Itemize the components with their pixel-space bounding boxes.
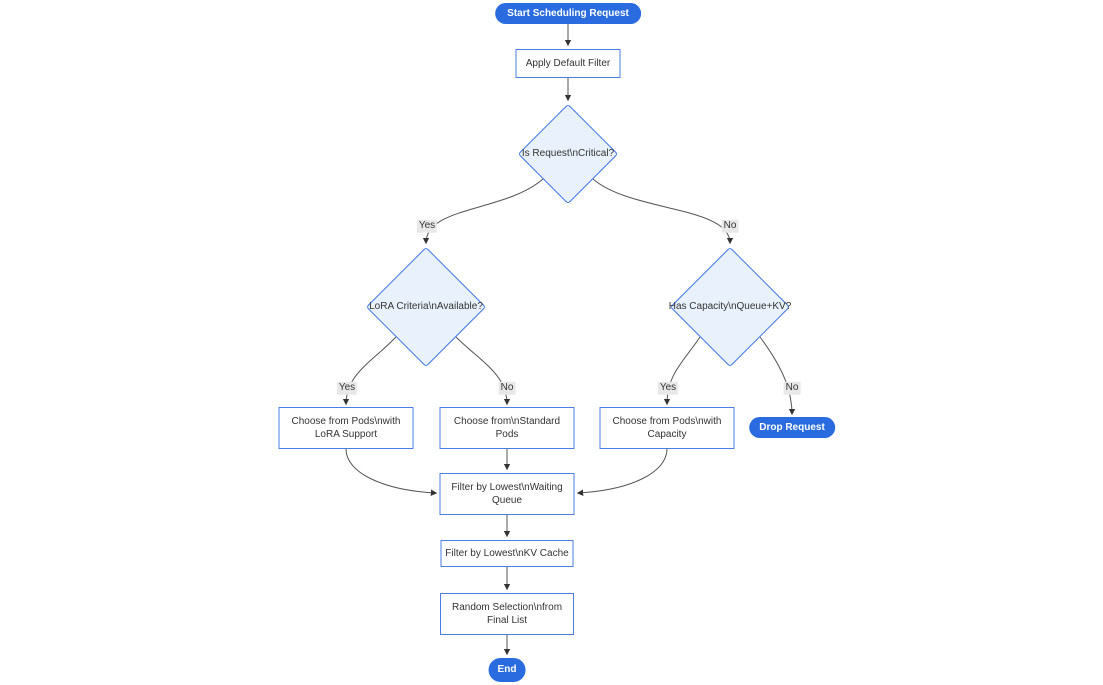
node-label: Filter by Lowest\nKV Cache bbox=[445, 547, 569, 559]
node-end: End bbox=[488, 658, 526, 682]
decision-is-request-critical: Is Request\nCritical? bbox=[517, 103, 619, 205]
node-filter-lowest-kv-cache: Filter by Lowest\nKV Cache bbox=[440, 540, 574, 567]
edge-label-capacity-no: No bbox=[783, 381, 801, 395]
node-label: Pods bbox=[495, 429, 519, 440]
edge-label-critical-no: No bbox=[721, 219, 739, 233]
node-label: Final List bbox=[486, 615, 527, 626]
node-label: Is Request\nCritical? bbox=[521, 148, 615, 160]
edge-label-lora-no: No bbox=[498, 381, 516, 395]
node-label: Random Selection\nfrom bbox=[451, 601, 563, 613]
node-choose-pods-lora-support: Choose from Pods\nwith LoRA Support bbox=[278, 407, 414, 449]
node-label: LoRA Criteria\nAvailable? bbox=[369, 301, 483, 313]
edge-label-capacity-yes: Yes bbox=[657, 381, 679, 395]
node-random-selection-final-list: Random Selection\nfrom Final List bbox=[440, 593, 574, 635]
node-label: LoRA Support bbox=[314, 429, 378, 440]
edge-label-critical-yes: Yes bbox=[416, 219, 438, 233]
node-choose-standard-pods: Choose from\nStandard Pods bbox=[439, 407, 575, 449]
node-label: Apply Default Filter bbox=[525, 57, 611, 69]
node-drop-request: Drop Request bbox=[749, 417, 835, 438]
edge-label-lora-yes: Yes bbox=[336, 381, 358, 395]
node-label: Queue bbox=[491, 495, 523, 506]
edge-choose-lora-to-filter-queue bbox=[345, 448, 438, 496]
node-apply-default-filter: Apply Default Filter bbox=[515, 49, 621, 78]
node-label: Filter by Lowest\nWaiting bbox=[451, 481, 563, 493]
node-start-scheduling-request: Start Scheduling Request bbox=[495, 3, 641, 24]
node-label: Choose from Pods\nwith bbox=[612, 415, 722, 427]
decision-lora-criteria-available: LoRA Criteria\nAvailable? bbox=[365, 246, 487, 368]
node-label: Drop Request bbox=[759, 421, 825, 433]
node-choose-pods-capacity: Choose from Pods\nwith Capacity bbox=[599, 407, 735, 449]
node-label: Start Scheduling Request bbox=[507, 7, 629, 19]
node-label: Choose from\nStandard bbox=[453, 415, 561, 427]
node-label: Has Capacity\nQueue+KV? bbox=[668, 301, 792, 313]
node-label: End bbox=[497, 664, 517, 676]
decision-has-capacity-queue-kv: Has Capacity\nQueue+KV? bbox=[668, 246, 792, 368]
edge-choose-capacity-to-filter-queue bbox=[576, 448, 668, 496]
node-label: Capacity bbox=[647, 429, 687, 440]
node-label: Choose from Pods\nwith bbox=[291, 415, 401, 427]
node-filter-lowest-waiting-queue: Filter by Lowest\nWaiting Queue bbox=[439, 473, 575, 515]
